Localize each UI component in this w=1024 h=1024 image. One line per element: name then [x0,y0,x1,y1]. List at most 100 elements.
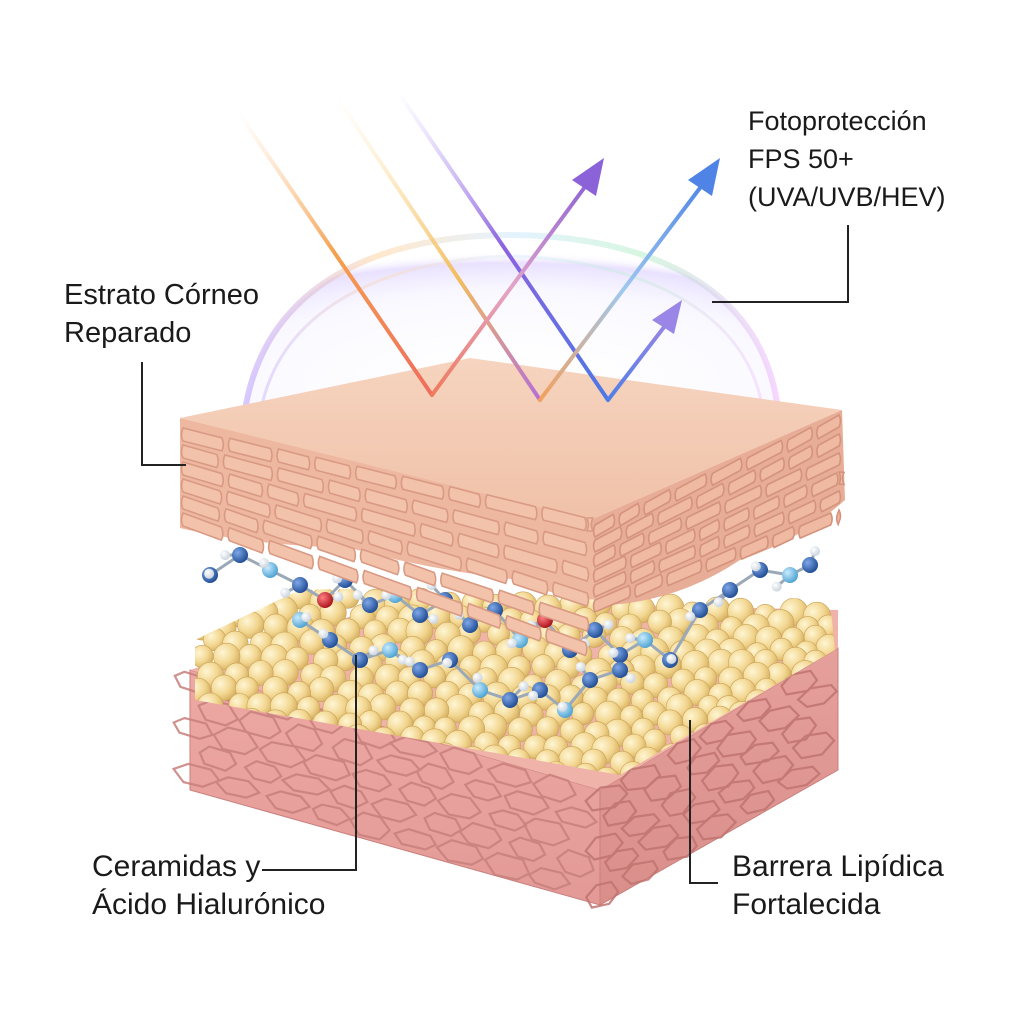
molecule-atom [722,582,738,598]
corneocyte-cell [724,484,763,515]
corneocyte-cell [359,548,400,576]
dermis-cell [302,753,352,782]
dermis-cell [171,762,221,788]
dermis-cell [527,866,572,891]
corneocyte-cell [561,559,590,582]
dermis-cell [796,683,839,708]
corneocyte-cell [592,554,627,584]
molecule-atom [575,661,586,672]
corneocyte-cell [786,426,814,453]
corneocyte-cell [551,581,590,607]
dermis-cell [686,751,721,776]
corneocyte-cell [727,468,757,496]
molecule-atom [232,547,248,563]
molecule-atom [428,613,439,624]
dermis-cell [415,762,456,791]
corneocyte-cell [484,493,538,521]
molecule-atom [317,592,333,608]
dermis-cell [780,716,818,745]
corneocyte-cell [439,572,495,604]
dermis-cell [388,735,439,759]
corneocyte-cell [452,508,501,536]
corneocyte-cell [705,546,737,573]
corneocyte-cell [400,475,445,501]
dermis-cell [620,813,661,838]
corneocyte-cell [180,478,223,505]
dermis-cell [328,784,369,810]
dermis-cell [331,737,374,767]
corneocyte-cell [723,524,751,550]
corneocyte-cell [538,601,590,632]
molecule-atom [771,581,782,592]
molecule-atom [412,662,428,678]
dermis-cell [531,773,578,803]
molecule-atom [557,701,568,712]
corneocyte-cell [227,526,265,554]
corneocyte-cell [415,586,464,618]
corneocyte-cell [745,439,784,471]
corneocyte-cell [643,488,672,516]
corneocyte-cell [316,535,357,563]
corneocyte-cell [354,465,398,490]
dermis-cell [503,790,551,816]
corneocyte-cell [276,466,325,494]
corneocyte-cell [364,487,409,514]
dermis-cell [522,817,571,847]
corneocyte-cell [180,444,220,469]
dermis-cell [463,778,503,802]
corneocyte-cell [619,532,645,558]
arrowhead-small [652,300,682,334]
corneocyte-cell [180,494,221,523]
corneocyte-cell [457,532,500,559]
label-stratum-corneum-line-1: Estrato Córneo [64,279,260,311]
corneocyte-cell [180,427,225,452]
corneocyte-cell [765,467,803,498]
dermis-cell [507,836,547,863]
dermis-cell [584,784,629,812]
arrowhead-purple [572,158,604,196]
corneocyte-cell [816,432,842,459]
corneocyte-cell [541,506,588,532]
corneocyte-cell [466,602,502,630]
molecule-atom [506,638,517,649]
corneocyte-cell [819,489,842,513]
molecule-atom [713,597,724,608]
molecule-atom [368,645,379,656]
corneocyte-cell [222,454,274,482]
dermis-cell [584,880,620,909]
dermis-cell [791,731,836,760]
corneocyte-cell [797,511,833,540]
corneocyte-cell [503,521,539,545]
dermis-cell [735,697,772,723]
corneocyte-cell [629,559,656,585]
dermis-cell [738,789,776,815]
reflected-ray-c [606,320,670,402]
molecule-atom [587,622,603,638]
dermis-cell [757,705,801,733]
molecule-atom [204,568,215,579]
molecule-atom [318,628,329,639]
dermis-cell [348,811,392,841]
leader-lines [141,225,849,884]
molecule-atom [625,673,636,684]
leader-stratum-corneum [141,362,186,466]
corneocyte-cell [835,507,842,527]
molecule-atom [472,672,483,683]
corneocyte-cell [227,473,264,498]
corneocyte-cell [266,483,300,508]
label-ceramides-line-1: Ceramidas y [92,850,261,883]
corneocyte-cell [262,519,313,550]
uv-rays [236,90,720,402]
corneocyte-cell [406,540,463,572]
molecule-atom [280,587,291,598]
lipid-sphere [200,600,225,626]
dermis-cell [392,828,438,851]
corneocyte-cell [511,569,549,596]
corneocyte-cell [225,490,271,519]
incoming-ray-purple [396,90,610,402]
corneocyte-cell [685,500,722,531]
arrowhead-blue [688,158,720,196]
corneocyte-cell [698,518,721,542]
dermis-cell [636,824,680,851]
